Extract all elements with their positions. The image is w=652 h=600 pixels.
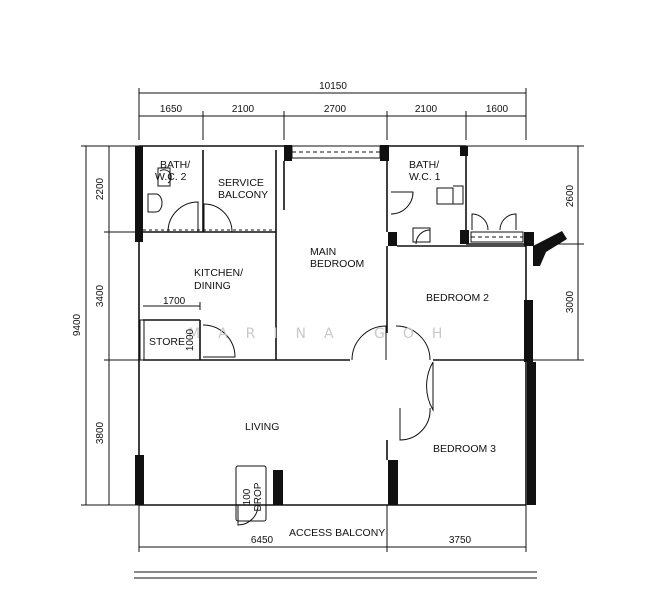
dim-top-3: 2700 [324, 104, 347, 115]
label-access-balcony: ACCESS BALCONY [289, 527, 385, 539]
fixtures [139, 167, 464, 522]
interior-walls [143, 150, 526, 460]
refuse-chute-label-2: DROP [253, 482, 264, 511]
dim-left-3: 3800 [95, 421, 106, 444]
label-service-balcony-line1: SERVICE [218, 177, 264, 189]
bottom-dimension-lines: 6450 3750 [134, 505, 537, 579]
label-store: STORE [149, 336, 185, 348]
dim-left-2: 3400 [95, 284, 106, 307]
top-dimension-lines: 10150 1650 2100 2700 2100 1600 [138, 81, 527, 140]
dim-overall-height: 9400 [72, 313, 83, 336]
label-main-bedroom-line2: BEDROOM [310, 258, 364, 270]
dim-right-1: 2600 [565, 184, 576, 207]
dim-bottom-1: 6450 [251, 535, 274, 546]
label-service-balcony-line2: BALCONY [218, 189, 268, 201]
dim-overall-width: 10150 [319, 81, 347, 92]
label-kitchen-dining-line2: DINING [194, 280, 231, 292]
label-bath-wc2-line2: W.C. 2 [155, 171, 187, 183]
dim-bottom-2: 3750 [449, 535, 472, 546]
label-bath-wc1-line1: BATH/ [409, 159, 439, 171]
label-living: LIVING [245, 421, 279, 433]
inner-dimension-notes: 1700 1000 100 DROP [143, 296, 264, 511]
dim-store-1000: 1000 [185, 328, 196, 351]
left-dimension-lines: 9400 2200 3400 3800 [72, 145, 140, 506]
dim-top-2: 2100 [232, 104, 255, 115]
dim-top-5: 1600 [486, 104, 509, 115]
dim-top-1: 1650 [160, 104, 183, 115]
watermark: MARINA GOH [188, 326, 460, 342]
room-labels: BATH/ W.C. 2 SERVICE BALCONY MAIN BEDROO… [149, 159, 496, 539]
label-bedroom-2: BEDROOM 2 [426, 292, 489, 304]
structural-columns [135, 145, 567, 505]
label-bath-wc2-line1: BATH/ [160, 159, 190, 171]
windows [143, 145, 524, 243]
dim-kitchen-1700: 1700 [163, 296, 186, 307]
dim-left-1: 2200 [95, 177, 106, 200]
label-main-bedroom-line1: MAIN [310, 246, 336, 258]
label-bath-wc1-line2: W.C. 1 [409, 171, 441, 183]
dim-top-4: 2100 [415, 104, 438, 115]
doors [167, 191, 517, 526]
dim-right-2: 3000 [565, 290, 576, 313]
label-bedroom-3: BEDROOM 3 [433, 443, 496, 455]
label-kitchen-dining-line1: KITCHEN/ [194, 267, 243, 279]
refuse-chute-label-1: 100 [242, 488, 253, 505]
